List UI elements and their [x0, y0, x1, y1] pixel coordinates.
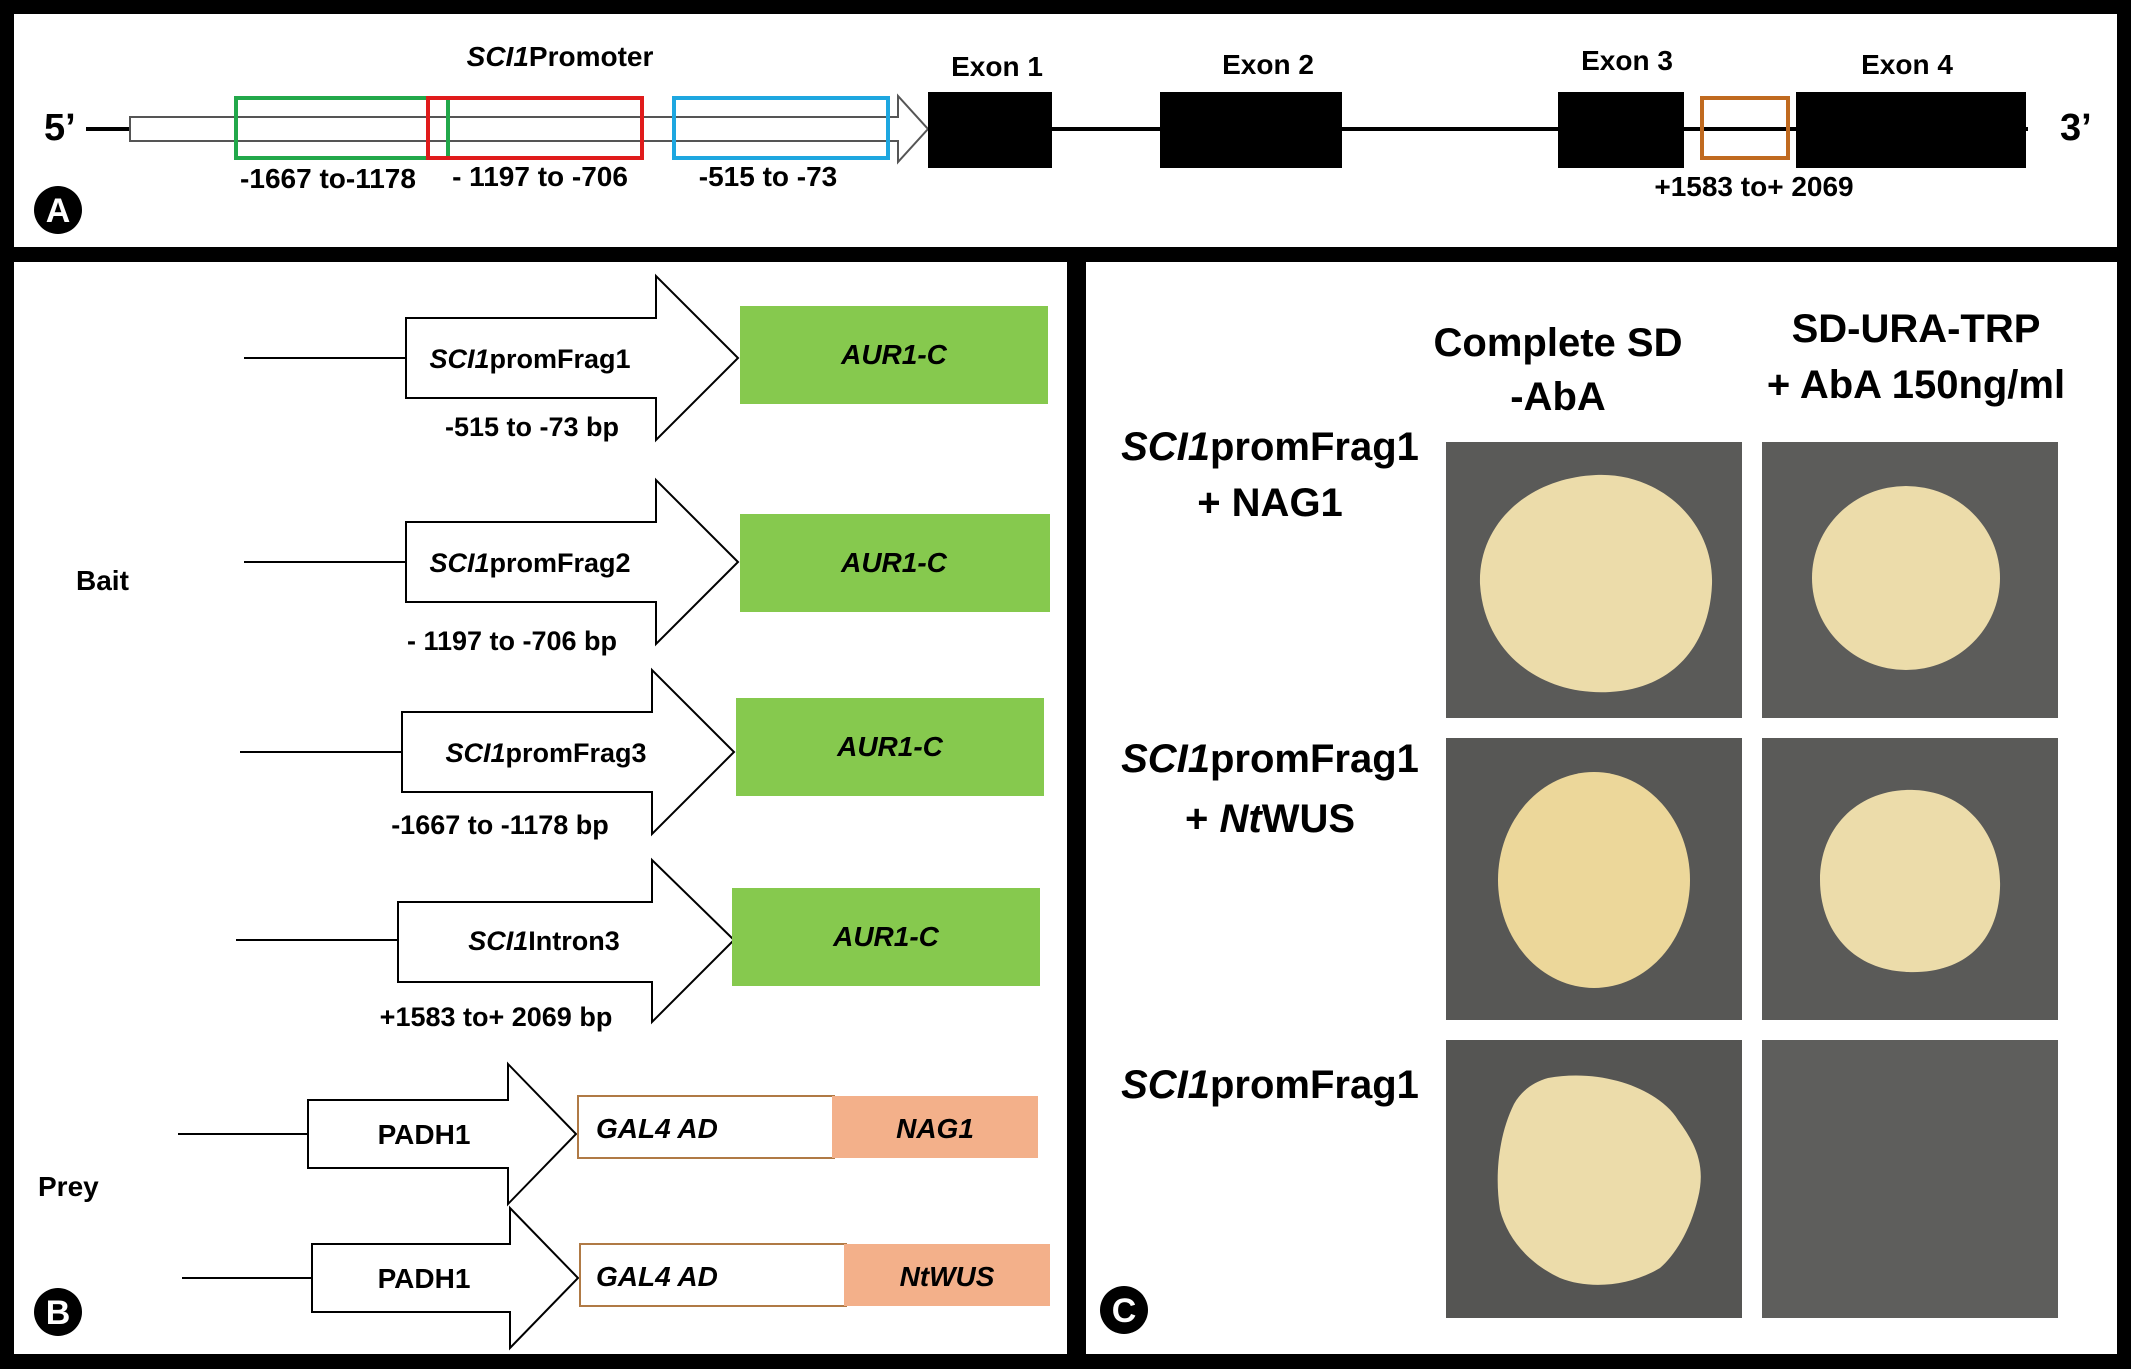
prey-1-arrow — [307, 1061, 578, 1207]
plate-r3-c2 — [1762, 1040, 2058, 1318]
bait-construct-4: SCI1Intron3 +1583 to+ 2069 bp AUR1-C — [236, 857, 1040, 1032]
bait-1-range: -515 to -73 bp — [445, 412, 619, 442]
colony-r3-c1 — [1497, 1075, 1701, 1285]
fragment-range-green: -1667 to-1178 — [240, 163, 416, 194]
row-3-label-line1: SCI1promFrag1 — [1121, 1063, 1419, 1107]
colony-r1-c1 — [1479, 474, 1713, 693]
prey-2-arrow — [311, 1205, 580, 1351]
panel-b-background — [14, 262, 1067, 1354]
bait-construct-1: SCI1promFrag1 -515 to -73 bp AUR1-C — [244, 273, 1048, 443]
panel-c-letter: C — [1112, 1292, 1137, 1330]
prey-2-gal4: GAL4 AD — [596, 1261, 718, 1292]
column-2-header-line1: SD-URA-TRP — [1792, 307, 2041, 351]
exon-2-box — [1160, 92, 1342, 168]
bait-2-reporter-box — [740, 514, 1050, 612]
colony-r2-c2 — [1820, 789, 2001, 973]
bait-construct-2: SCI1promFrag2 - 1197 to -706 bp AUR1-C — [244, 477, 1050, 656]
bait-2-reporter: AUR1-C — [840, 547, 948, 578]
panel-c-letter-badge — [1100, 1286, 1148, 1334]
panel-b: Bait Prey SCI1promFrag1 -515 to -73 bp A… — [34, 273, 1050, 1351]
bait-2-arrow — [405, 477, 740, 647]
panel-a: 5’ 3’ SCI1Promoter Exon 1 Exon 2 Exon 3 … — [34, 41, 2092, 234]
column-1-header-line1: Complete SD — [1434, 321, 1683, 365]
bait-1-reporter-box — [740, 306, 1048, 404]
bait-4-reporter: AUR1-C — [832, 921, 940, 952]
exon-1-box — [928, 92, 1052, 168]
panel-a-letter: A — [46, 192, 71, 230]
row-2-label-line2: + NtWUS — [1185, 797, 1355, 841]
fragment-box-green — [234, 96, 450, 160]
bait-1-arrow — [405, 273, 740, 443]
bait-4-name: SCI1Intron3 — [468, 926, 620, 956]
fragment-box-brown — [1700, 96, 1790, 160]
fragment-box-red — [426, 96, 644, 160]
bait-3-arrow — [401, 667, 736, 837]
bait-1-name: SCI1promFrag1 — [429, 344, 630, 374]
prey-2-gal4-box — [579, 1243, 847, 1307]
promoter-title: SCI1Promoter — [467, 41, 654, 72]
row-2-label-line1: SCI1promFrag1 — [1121, 737, 1419, 781]
bait-3-range: -1667 to -1178 bp — [391, 810, 609, 840]
exon-4-box — [1796, 92, 2026, 168]
promoter-arrow — [129, 93, 930, 165]
bait-4-range: +1583 to+ 2069 bp — [380, 1002, 613, 1032]
prey-1-protein-box — [832, 1096, 1038, 1158]
panel-b-letter-badge — [34, 1288, 82, 1336]
exon-2-label: Exon 2 — [1222, 49, 1314, 80]
fragment-range-brown: +1583 to+ 2069 — [1654, 171, 1853, 202]
prey-label: Prey — [38, 1171, 99, 1202]
exon-3-label: Exon 3 — [1581, 45, 1673, 76]
prey-2-protein-box — [844, 1244, 1050, 1306]
bait-3-reporter: AUR1-C — [836, 731, 944, 762]
exon-4-label: Exon 4 — [1861, 49, 1953, 80]
fragment-range-blue: -515 to -73 — [699, 161, 838, 192]
label-three-prime: 3’ — [2060, 107, 2092, 149]
column-1-header-line2: -AbA — [1510, 375, 1606, 419]
bait-2-name: SCI1promFrag2 — [429, 548, 630, 578]
colony-r1-c2 — [1812, 486, 2000, 670]
fragment-range-red: - 1197 to -706 — [452, 161, 628, 192]
prey-1-gal4: GAL4 AD — [596, 1113, 718, 1144]
prey-1-gal4-box — [577, 1095, 835, 1159]
bait-construct-3: SCI1promFrag3 -1667 to -1178 bp AUR1-C — [240, 667, 1044, 840]
prey-2-protein: NtWUS — [900, 1261, 995, 1292]
row-1-label-line1: SCI1promFrag1 — [1121, 425, 1419, 469]
prey-1-protein: NAG1 — [896, 1113, 974, 1144]
bait-4-reporter-box — [732, 888, 1040, 986]
fragment-box-blue — [672, 96, 890, 160]
bait-label: Bait — [76, 565, 129, 596]
exon-3-box — [1558, 92, 1684, 168]
panel-a-letter-badge — [34, 186, 82, 234]
prey-1-promoter: PADH1 — [378, 1119, 471, 1150]
bait-3-reporter-box — [736, 698, 1044, 796]
colony-r2-c1 — [1498, 772, 1690, 988]
bait-3-name: SCI1promFrag3 — [445, 738, 646, 768]
bait-1-reporter: AUR1-C — [840, 339, 948, 370]
prey-construct-1: PADH1 GAL4 AD NAG1 — [178, 1061, 1038, 1207]
prey-construct-2: PADH1 GAL4 AD NtWUS — [182, 1205, 1050, 1351]
column-2-header-line2: + AbA 150ng/ml — [1767, 363, 2065, 407]
label-five-prime: 5’ — [44, 107, 76, 149]
bait-2-range: - 1197 to -706 bp — [407, 626, 617, 656]
bait-4-arrow — [397, 857, 736, 1025]
panel-b-letter: B — [46, 1294, 71, 1332]
exon-1-label: Exon 1 — [951, 51, 1043, 82]
panel-c: Complete SD -AbA SD-URA-TRP + AbA 150ng/… — [1100, 307, 2065, 1334]
row-1-label-line2: + NAG1 — [1197, 481, 1343, 525]
prey-2-promoter: PADH1 — [378, 1263, 471, 1294]
